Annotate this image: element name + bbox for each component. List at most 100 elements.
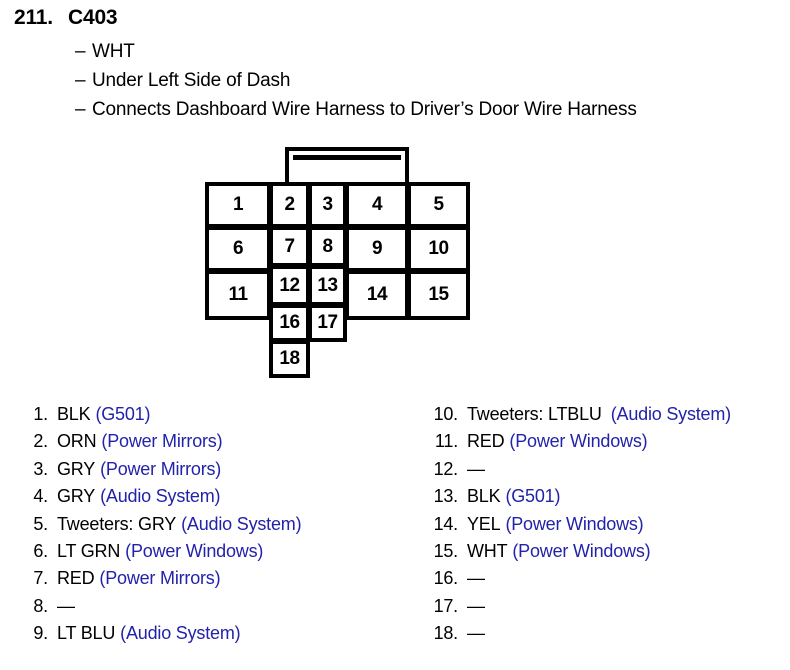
pin-list-item-circuit: (Power Windows)	[125, 541, 264, 561]
pin-list-item-wire-color: BLK	[467, 486, 501, 507]
connector-pin-label: 8	[322, 235, 333, 257]
pin-list-item-number: 3.	[33, 458, 48, 479]
connector-pin-label: 5	[433, 194, 444, 215]
pin-list-item-number: 17.	[433, 595, 459, 616]
pin-list-item: 17.—	[424, 596, 485, 617]
connector-pin-label: 17	[317, 312, 338, 333]
connector-pin-3: 3	[308, 182, 347, 228]
connector-pin-label: 9	[371, 238, 383, 259]
pin-list-item: 16.—	[424, 568, 485, 589]
pin-list-item-wire-color: RED	[467, 431, 505, 452]
description-line-wire-color: –WHT	[75, 41, 135, 63]
pin-list-item: 11.RED(Power Windows)	[424, 431, 648, 452]
connector-pin-label: 4	[371, 194, 383, 215]
pin-list-item-wire-color: GRY	[57, 458, 96, 479]
connector-pin-12: 12	[269, 265, 310, 306]
connector-pin-label: 3	[322, 194, 333, 215]
connector-pin-18: 18	[269, 340, 310, 378]
pin-list-item-wire-color: —	[57, 595, 75, 616]
bullet-dash-icon: –	[75, 99, 86, 120]
pin-list-item-number: 4.	[33, 486, 48, 507]
pin-list-item-number: 14.	[433, 513, 459, 534]
pin-list-item: 2.ORN(Power Mirrors)	[22, 431, 222, 452]
pin-list-item-wire-color: RED	[57, 568, 95, 589]
connector-pin-16: 16	[269, 304, 310, 342]
pin-list-item: 7. RED(Power Mirrors)	[22, 568, 220, 589]
pin-list-item: 1.BLK(G501)	[22, 404, 150, 425]
pin-list-item: 3. GRY(Power Mirrors)	[22, 459, 221, 480]
pin-list-item: 10.Tweeters: LTBLU(Audio System)	[424, 404, 732, 425]
pin-list-item: 6. LT GRN(Power Windows)	[22, 541, 263, 562]
pin-list-item: 8. —	[22, 596, 75, 617]
pin-list-item-number: 8.	[33, 595, 48, 616]
pin-list-item-number: 15.	[433, 541, 459, 561]
pin-list-item-number: 12.	[433, 458, 459, 479]
pin-list-item-number: 5.	[33, 513, 48, 534]
description-line-location: –Under Left Side of Dash	[75, 70, 290, 92]
pin-list-item-number: 18.	[433, 623, 459, 644]
pin-list-item-number: 2.	[33, 431, 48, 452]
connector-pin-label: 10	[428, 238, 449, 259]
pin-list-item-wire-color: YEL	[467, 513, 501, 534]
connector-pin-label: 13	[317, 274, 338, 296]
connector-pin-10: 10	[407, 226, 470, 272]
connector-number: 211.	[14, 6, 53, 29]
connector-code: C403	[68, 6, 118, 29]
pin-list-item-number: 11.	[434, 431, 458, 452]
pin-list-item-circuit: (Power Mirrors)	[100, 458, 222, 479]
connector-pin-9: 9	[345, 226, 409, 272]
pin-list-item: 4. GRY(Audio System)	[22, 486, 220, 507]
connector-pin-label: 11	[228, 284, 248, 305]
pin-list-item: 18. —	[424, 623, 485, 644]
pin-list-item: 14. YEL(Power Windows)	[424, 513, 644, 535]
pin-list-item-number: 7.	[33, 568, 48, 589]
connector-pin-5: 5	[407, 182, 470, 228]
pin-list-item-circuit: (Power Windows)	[512, 541, 651, 561]
connector-pin-13: 13	[308, 265, 347, 306]
description-line-connects: –Connects Dashboard Wire Harness to Driv…	[75, 99, 637, 121]
pin-list-item: 9.LT BLU(Audio System)	[22, 623, 240, 644]
connector-pin-2: 2	[269, 182, 310, 228]
pin-list-item-circuit: (Power Mirrors)	[99, 568, 221, 589]
connector-pin-label: 6	[232, 238, 244, 259]
pin-list-item-number: 9.	[33, 623, 48, 644]
description-text: Under Left Side of Dash	[92, 70, 291, 91]
connector-pin-label: 1	[232, 194, 244, 215]
connector-pin-label: 2	[284, 194, 295, 215]
connector-pin-label: 15	[428, 284, 449, 305]
pin-list-item-circuit: (Power Mirrors)	[101, 431, 223, 452]
pin-list-item-wire-color: GRY	[57, 486, 96, 507]
description-text: WHT	[92, 41, 135, 62]
pin-list-item-wire-color: WHT	[467, 541, 508, 561]
pin-list-item-wire-color: BLK	[57, 404, 91, 424]
connector-pin-7: 7	[269, 226, 310, 267]
pin-list-item-wire-color: Tweeters: GRY	[57, 513, 177, 534]
pin-list-item-number: 6.	[33, 541, 48, 561]
connector-pin-11: 11	[205, 270, 271, 320]
pin-list-item-wire-color: —	[467, 458, 485, 479]
pin-list-item-number: 13.	[433, 486, 459, 507]
pin-list-item-circuit: (G501)	[95, 404, 151, 424]
pin-list-item-circuit: (Audio System)	[181, 513, 302, 534]
connector-latch-slot-icon	[293, 155, 401, 160]
connector-pin-14: 14	[345, 270, 409, 320]
connector-pin-15: 15	[407, 270, 470, 320]
pin-list-item-wire-color: LT BLU	[57, 623, 116, 644]
connector-pin-8: 8	[308, 226, 347, 267]
description-text: Connects Dashboard Wire Harness to Drive…	[92, 99, 637, 120]
pin-list-item-circuit: (Audio System)	[100, 486, 221, 507]
bullet-dash-icon: –	[75, 70, 86, 91]
pin-list-item: 13.BLK(G501)	[424, 486, 561, 507]
pin-list-item: 5. Tweeters: GRY(Audio System)	[22, 514, 301, 535]
pin-list-item-wire-color: LT GRN	[57, 541, 121, 561]
pin-list-item-wire-color: —	[467, 623, 485, 644]
connector-pin-label: 7	[284, 235, 295, 257]
pin-list-item-number: 10.	[433, 404, 459, 424]
pin-list-item-circuit: (Power Windows)	[505, 513, 644, 534]
pin-list-item-wire-color: —	[467, 568, 485, 589]
connector-pin-label: 18	[279, 348, 300, 369]
pin-list-item-wire-color: Tweeters: LTBLU	[467, 404, 602, 424]
connector-pin-label: 14	[366, 284, 388, 305]
page-title: 211. C403	[14, 6, 118, 30]
